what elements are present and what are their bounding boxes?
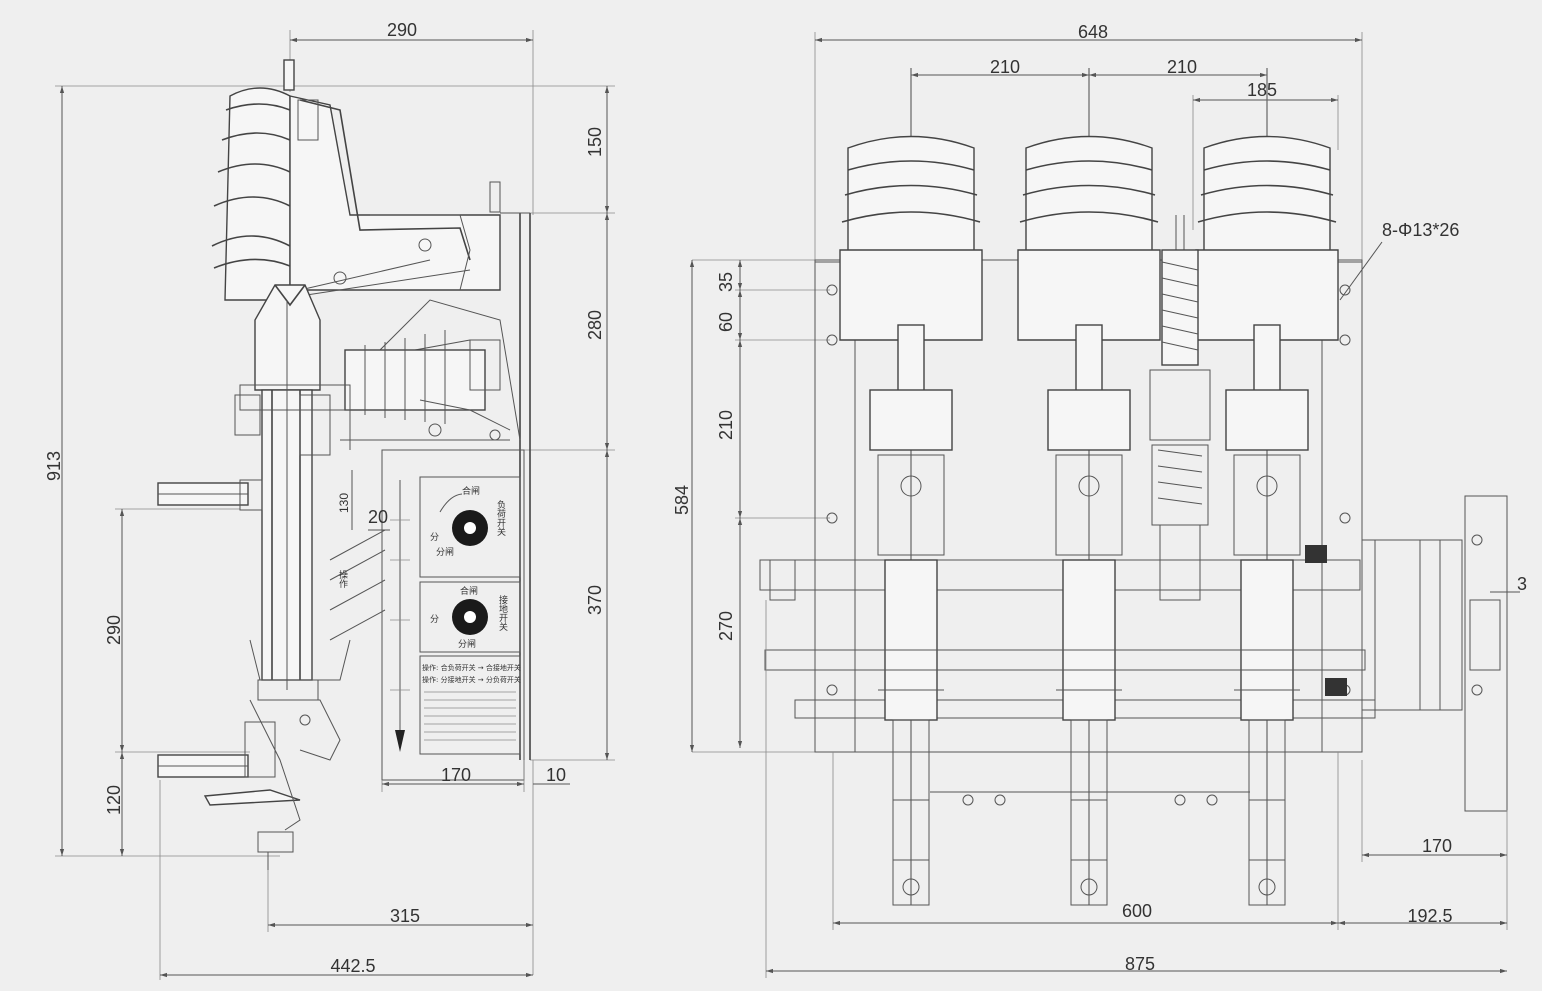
top-close-label: 合闸 — [462, 485, 480, 497]
dim-front-left: 35 60 210 584 270 — [672, 259, 830, 753]
note-line-2: 操作: 分接地开关 → 分负荷开关 — [422, 675, 521, 684]
dim-front-bottom: 600 192.5 875 — [765, 600, 1507, 978]
load-switch-indicator: 合闸 分 分闸 负荷开关 — [419, 476, 521, 578]
front-view: 648 210 210 185 8-Φ13*26 35 60 — [672, 22, 1527, 978]
earth-switch-indicator: 合闸 分 分闸 接地开关 — [419, 581, 521, 653]
bottom-close-label: 合闸 — [460, 585, 478, 597]
dim-label-210-a: 210 — [990, 57, 1020, 77]
dim-label-290-top: 290 — [387, 20, 417, 40]
top-side-label: 负荷开关 — [495, 499, 506, 537]
side-small-insulator — [344, 330, 486, 424]
dim-label-875: 875 — [1125, 954, 1155, 974]
dim-label-150: 150 — [585, 127, 605, 157]
dim-label-170-front: 170 — [1422, 836, 1452, 856]
panel-notes: 操作: 合负荷开关 → 合接地开关 操作: 分接地开关 → 分负荷开关 — [419, 655, 521, 755]
dim-label-1925: 192.5 — [1407, 906, 1452, 926]
dim-label-20: 20 — [368, 507, 388, 527]
dim-front-top: 648 210 210 185 8-Φ13*26 — [814, 22, 1459, 301]
side-op-text: 操作 — [337, 569, 348, 589]
bottom-open-text: 分闸 — [458, 639, 476, 650]
bottom-side-label: 接地开关 — [497, 594, 508, 632]
spring-mechanism — [1149, 215, 1211, 601]
dim-side-right-stack: 150 280 370 — [290, 85, 615, 761]
dim-front-right: 3 170 — [1361, 574, 1527, 930]
bottom-open-label: 分 — [430, 614, 439, 625]
dim-label-370: 370 — [585, 585, 605, 615]
hole-spec-label: 8-Φ13*26 — [1382, 220, 1459, 240]
right-mechanism — [769, 495, 1508, 812]
dim-label-315: 315 — [390, 906, 420, 926]
dim-label-290-left: 290 — [104, 615, 124, 645]
side-bushings — [157, 479, 276, 778]
dim-label-120: 120 — [104, 785, 124, 815]
pole-2 — [1017, 68, 1161, 906]
dim-side-left-stack: 290 120 — [104, 508, 250, 856]
side-view: 290 913 150 280 370 290 — [44, 20, 615, 980]
dim-label-10: 10 — [546, 765, 566, 785]
dim-label-584: 584 — [672, 485, 692, 515]
bottom-crossbar — [930, 791, 1250, 806]
dim-label-130: 130 — [337, 493, 351, 513]
side-fuse-body — [234, 284, 351, 701]
side-bottom-contact — [203, 699, 341, 870]
dim-label-185: 185 — [1247, 80, 1277, 100]
pole-3 — [1195, 68, 1339, 906]
dim-side-total-height: 913 — [44, 85, 290, 857]
top-open-text: 分闸 — [436, 547, 454, 558]
dim-side-small: 130 20 — [337, 470, 390, 531]
pole-1 — [839, 68, 983, 906]
dim-label-3: 3 — [1517, 574, 1527, 594]
dim-label-35: 35 — [716, 272, 736, 292]
dim-label-170-side: 170 — [441, 765, 471, 785]
dim-label-4425: 442.5 — [330, 956, 375, 976]
dim-label-280: 280 — [585, 310, 605, 340]
dim-label-600: 600 — [1122, 901, 1152, 921]
dim-label-60: 60 — [716, 312, 736, 332]
dim-label-270: 270 — [716, 611, 736, 641]
dim-side-bottom: 170 10 315 442.5 — [159, 760, 570, 980]
note-line-1: 操作: 合负荷开关 → 合接地开关 — [422, 663, 521, 672]
top-open-label: 分 — [430, 532, 439, 543]
dim-label-210-v: 210 — [716, 410, 736, 440]
dim-label-210-b: 210 — [1167, 57, 1197, 77]
dim-side-top-width: 290 — [289, 20, 534, 215]
side-top-insulator — [211, 59, 501, 301]
dim-label-648: 648 — [1078, 22, 1108, 42]
dim-label-913: 913 — [44, 451, 64, 481]
side-operating-panel: 合闸 分 分闸 负荷开关 合闸 分 分闸 接地开关 操作: 合负荷开关 → 合接… — [329, 449, 525, 781]
